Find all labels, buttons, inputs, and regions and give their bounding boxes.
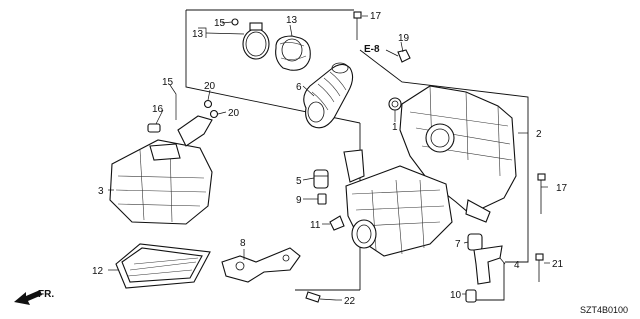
callout-22: 22	[344, 296, 356, 307]
stay-bracket	[221, 247, 301, 283]
callout-5: 5	[296, 176, 302, 187]
intake-sensor	[147, 99, 219, 147]
callout-20-top: 20	[204, 81, 216, 92]
callout-9: 9	[296, 195, 302, 206]
callout-3: 3	[98, 186, 104, 197]
clip	[329, 215, 345, 231]
callout-20-right: 20	[228, 108, 240, 119]
callout-4: 4	[514, 260, 520, 271]
callout-21: 21	[552, 259, 564, 270]
callout-1: 1	[392, 122, 398, 133]
callout-18: 15	[214, 18, 226, 29]
air-cleaner-housing	[399, 85, 517, 223]
ref-tag-e8: E-8	[364, 44, 380, 55]
callout-14: 13	[192, 29, 204, 40]
callout-6: 6	[296, 82, 302, 93]
diagram-code: SZT4B0100	[580, 305, 628, 315]
callout-8: 8	[240, 238, 246, 249]
leader-lines	[108, 15, 550, 301]
mount-rubber	[313, 169, 329, 189]
grommet	[388, 97, 402, 111]
collar-bottom	[465, 289, 477, 303]
rubber-tube	[275, 35, 311, 71]
bracket-right	[473, 245, 503, 285]
callout-15: 15	[162, 77, 174, 88]
lower-case	[343, 149, 453, 257]
callout-10: 10	[450, 290, 462, 301]
callout-17-top: 17	[370, 11, 382, 22]
bolt-17-right	[537, 173, 546, 214]
bolt-19	[397, 49, 411, 63]
callout-16: 16	[152, 104, 164, 115]
callout-labels: 15 13 13 6 17 19 E-8 1 2 5 9 11 17 7 4 2…	[92, 11, 568, 307]
air-cleaner-cover	[109, 139, 213, 225]
hose-clamp	[231, 18, 270, 60]
callout-19: 19	[398, 33, 410, 44]
callout-17-right: 17	[556, 183, 568, 194]
front-direction-marker: FR.	[14, 289, 54, 305]
callout-7: 7	[455, 239, 461, 250]
bolt-17-top	[353, 11, 362, 40]
collar	[317, 193, 327, 205]
mount-rubber-right	[467, 233, 483, 251]
air-filter-element	[115, 243, 211, 289]
callout-11: 11	[310, 220, 321, 231]
bolt-22	[305, 291, 337, 303]
front-arrow-icon	[14, 290, 42, 305]
front-label: FR.	[38, 289, 54, 300]
bolt-21	[535, 253, 544, 282]
callout-2: 2	[536, 129, 542, 140]
intake-duct	[303, 62, 354, 129]
callout-13: 13	[286, 15, 298, 26]
callout-12: 12	[92, 266, 104, 277]
